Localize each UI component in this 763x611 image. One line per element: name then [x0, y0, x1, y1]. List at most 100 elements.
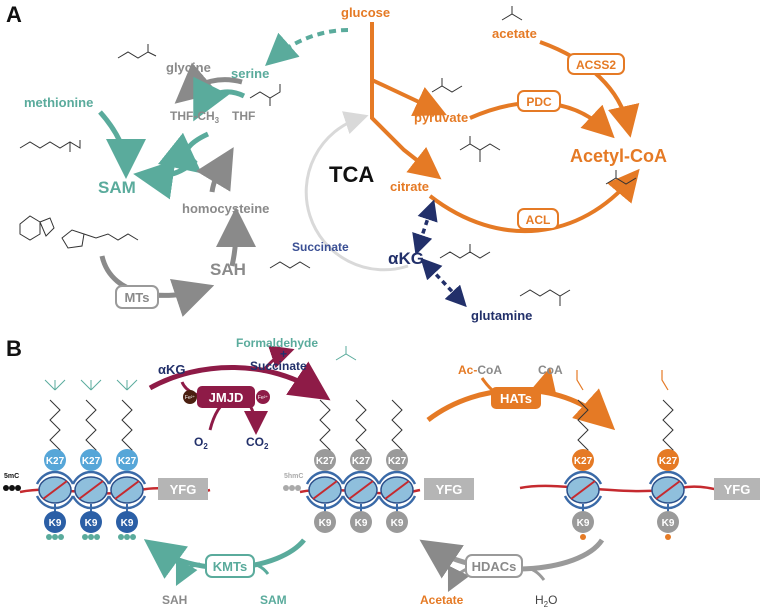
citrate-to-acetylcoa-arrow	[428, 168, 640, 234]
yfg-label-2: YFG	[436, 482, 463, 497]
dna-wrap	[648, 495, 688, 510]
methionine-to-sam-arrow	[98, 110, 146, 179]
yfg-gene-box-1: YFG	[158, 478, 208, 500]
kmts-enzyme-box	[205, 554, 255, 578]
k27-residue	[350, 449, 372, 471]
kmts-sam-label: SAM	[260, 593, 287, 607]
jmjd-enzyme-box	[197, 386, 255, 408]
yfg-gene-box-3: YFG	[714, 478, 760, 500]
hdacs-acetate-label: Acetate	[420, 593, 464, 607]
k27-residue	[116, 449, 138, 471]
citrate-structure-icon	[459, 136, 501, 162]
acetate-label: acetate	[492, 26, 537, 41]
histone-tail-up	[319, 399, 331, 461]
pdc-label: PDC	[526, 95, 552, 109]
histone-tail-up	[391, 399, 403, 461]
co2-label: CO2	[246, 435, 269, 451]
acl-label: ACL	[526, 213, 551, 227]
dna-wrap	[341, 470, 381, 485]
k27-residue	[657, 449, 679, 471]
acss2-enzyme-box: ACSS2	[567, 53, 625, 75]
hdacs-h2o-input	[523, 566, 546, 581]
yfg-label-1: YFG	[170, 482, 197, 497]
coa-label: CoA	[538, 363, 563, 377]
methyl-mark	[58, 534, 64, 540]
k9-residue	[657, 511, 679, 533]
kmts-sah-label: SAH	[162, 593, 187, 607]
thf-to-thfch3-arrow	[157, 131, 210, 174]
acetyl-group	[576, 370, 584, 391]
formaldehyde-structure-icon	[335, 346, 357, 361]
thf-ch3-label: THF-CH3	[170, 109, 220, 125]
mts-enzyme-box: MTs	[115, 285, 159, 309]
histone-tail-up	[577, 399, 589, 461]
acetyl-coa-structure-icon	[605, 170, 637, 185]
acss2-label: ACSS2	[576, 58, 616, 72]
methyl-mark	[94, 534, 100, 540]
k9-label: K9	[662, 518, 675, 529]
dna-5hmc-mark: 5hmC	[283, 473, 303, 491]
acetyl-coa-label: Acetyl-CoA	[570, 146, 667, 166]
mark-5mc-label: 5mC	[4, 473, 19, 480]
k9-residue	[572, 511, 594, 533]
methyl-mark	[88, 534, 94, 540]
dna-wrap	[377, 470, 417, 485]
plus-label: +	[280, 347, 287, 361]
dna-wrap	[563, 495, 603, 510]
k9-label: K9	[355, 518, 368, 529]
kmts-label: KMTs	[213, 559, 247, 574]
acetyl-mark	[580, 534, 586, 540]
k9-label: K9	[391, 518, 404, 529]
glycine-structure-icon	[117, 44, 157, 59]
glucose-label: glucose	[341, 5, 390, 20]
k27-label: K27	[316, 456, 335, 467]
sah-to-homocysteine-arrow	[215, 207, 256, 267]
k9-residue	[116, 511, 138, 533]
acetyl-group	[661, 370, 669, 391]
mark-5hmc-label: 5hmC	[284, 473, 303, 480]
yfg-label-3: YFG	[724, 482, 751, 497]
panel-a-label: A	[6, 2, 22, 27]
methyl-mark	[124, 534, 130, 540]
tca-cycle: TCA	[304, 111, 409, 272]
tca-cycle-arc	[304, 111, 409, 272]
k27-residue	[386, 449, 408, 471]
dna-wrap	[71, 495, 111, 510]
dna-wrap	[107, 470, 147, 485]
methyl-group	[54, 379, 66, 391]
methyl-mark	[46, 534, 52, 540]
hdacs-label: HDACs	[472, 559, 517, 574]
one-carbon-cycle	[98, 62, 256, 317]
dna-wrap	[107, 495, 147, 510]
nucleosome-dna-strand	[78, 480, 104, 500]
nucleosome-dna-strand	[384, 480, 410, 500]
methyl-group	[44, 379, 56, 391]
histone-tail-up	[85, 399, 97, 461]
fe-right-icon	[256, 390, 270, 404]
akg-citrate-dashed-arrow	[412, 199, 438, 256]
methyl-mark	[118, 534, 124, 540]
mts-label: MTs	[124, 290, 149, 305]
yfg-gene-box-2: YFG	[424, 478, 474, 500]
dna-wrap	[305, 470, 345, 485]
jmjd-succinate-output-arrow	[260, 345, 295, 373]
k9-residue	[314, 511, 336, 533]
methionine-structure-icon	[19, 140, 81, 152]
k9-label: K9	[49, 518, 62, 529]
nucleosome-dna-strand	[312, 480, 338, 500]
kmts-reaction: KMTs	[143, 538, 306, 587]
hdacs-enzyme-box	[465, 554, 523, 578]
o2-label: O2	[194, 435, 208, 451]
thf-label: THF	[232, 109, 255, 123]
serine-label: serine	[231, 66, 269, 81]
jmjd-akg-label: αKG	[158, 362, 186, 377]
histone-tail-up	[662, 399, 674, 461]
h2o-label: H2O	[535, 593, 557, 609]
glycine-label: glycine	[166, 60, 211, 75]
glutamine-label: glutamine	[471, 308, 532, 323]
hats-reaction: HATs	[426, 367, 616, 431]
methyl-mark	[130, 534, 136, 540]
acetate-to-acetylcoa-arrow	[539, 40, 640, 138]
k27-residue	[44, 449, 66, 471]
